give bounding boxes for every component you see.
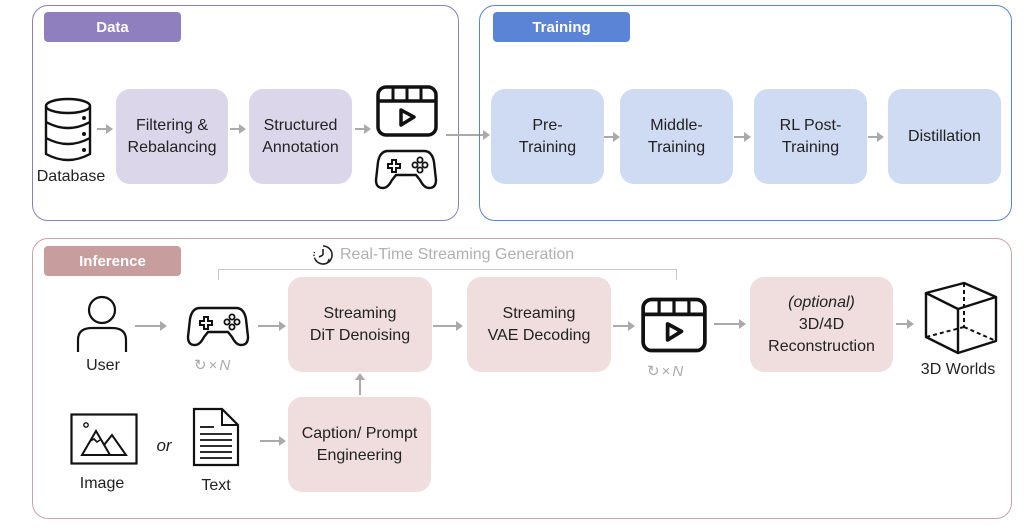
- video-icon: [376, 85, 438, 137]
- arrow: [613, 321, 635, 331]
- box-line: Annotation: [262, 138, 339, 156]
- rl-post-training-box: RL Post- Training: [754, 89, 867, 184]
- arrow: [896, 319, 914, 329]
- box-line: Caption/ Prompt: [301, 424, 418, 442]
- box-line: Training: [518, 138, 577, 156]
- times-symbol: ×: [208, 357, 218, 374]
- arrow-data-to-training: [446, 130, 490, 140]
- box-line: Middle-: [650, 116, 703, 134]
- arrow: [734, 132, 751, 142]
- box-line: Streaming: [502, 304, 576, 322]
- n-symbol: N: [219, 357, 231, 374]
- data-tag: Data: [44, 12, 181, 42]
- box-line: Training: [647, 138, 706, 156]
- box-line: DiT Denoising: [309, 326, 411, 344]
- distillation-box: Distillation: [888, 89, 1001, 184]
- box-line: Reconstruction: [768, 337, 875, 355]
- box-line: Engineering: [316, 446, 403, 464]
- image-icon: [70, 413, 138, 465]
- loop-icon: ↻: [194, 357, 207, 374]
- realtime-bracket: [218, 269, 677, 280]
- arrow: [433, 321, 463, 331]
- user-label: User: [86, 357, 120, 374]
- arrow-up: [355, 373, 365, 395]
- text-label: Text: [201, 477, 231, 494]
- clock-icon: [313, 245, 333, 265]
- arrow: [355, 124, 371, 134]
- loop-n-label: ↻×N: [647, 362, 683, 380]
- realtime-streaming-label: Real-Time Streaming Generation: [312, 244, 574, 266]
- image-label: Image: [79, 475, 125, 492]
- arrow: [260, 436, 286, 446]
- box-line-optional: (optional): [788, 293, 855, 311]
- arrow: [604, 132, 620, 142]
- box-line: Training: [781, 138, 840, 156]
- training-tag: Training: [493, 12, 630, 42]
- database-label: Database: [36, 168, 106, 185]
- filtering-rebalancing-box: Filtering & Rebalancing: [116, 89, 228, 184]
- training-panel: [479, 5, 1012, 221]
- box-line: Structured: [263, 116, 338, 134]
- inference-panel: [32, 238, 1012, 519]
- box-line: Streaming: [323, 304, 397, 322]
- loop-icon: ↻: [647, 363, 660, 380]
- box-line: Rebalancing: [127, 138, 217, 156]
- box-line: VAE Decoding: [487, 326, 591, 344]
- times-symbol: ×: [661, 363, 671, 380]
- box-line: Filtering &: [135, 116, 208, 134]
- arrow: [97, 124, 113, 134]
- video-icon: [641, 297, 707, 353]
- box-line: Pre-: [532, 116, 563, 134]
- document-icon: [192, 407, 240, 467]
- gamepad-icon: [374, 149, 438, 190]
- inference-tag: Inference: [44, 246, 181, 276]
- n-symbol: N: [672, 363, 684, 380]
- middle-training-box: Middle- Training: [620, 89, 733, 184]
- box-line: RL Post-: [779, 116, 842, 134]
- arrow: [868, 132, 884, 142]
- database-icon: [44, 97, 92, 162]
- reconstruction-box: (optional) 3D/4D Reconstruction: [750, 277, 893, 372]
- pre-training-box: Pre- Training: [491, 89, 604, 184]
- arrow: [135, 321, 167, 331]
- realtime-text: Real-Time Streaming Generation: [340, 246, 575, 263]
- box-line: 3D/4D: [798, 315, 845, 333]
- arrow: [714, 319, 746, 329]
- data-panel: [32, 5, 459, 221]
- loop-n-label: ↻×N: [194, 356, 230, 374]
- gamepad-icon: [186, 306, 250, 347]
- user-icon: [76, 295, 128, 352]
- arrow: [230, 124, 246, 134]
- cube-icon: [924, 281, 998, 355]
- 3d-worlds-label: 3D Worlds: [920, 361, 996, 378]
- or-label: or: [156, 436, 172, 455]
- box-line: Distillation: [908, 127, 981, 145]
- arrow: [258, 321, 286, 331]
